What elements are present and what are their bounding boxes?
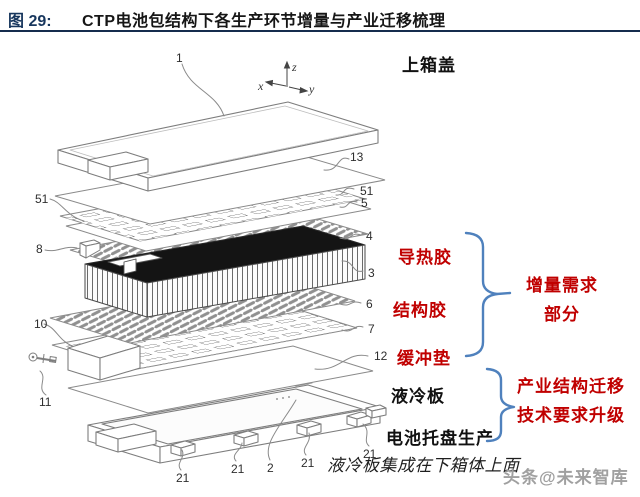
- part-label-21-d: 21: [363, 447, 377, 461]
- part-label-21-a: 21: [176, 471, 190, 485]
- watermark: 头条@未来智库: [503, 468, 629, 487]
- part-label-51-right: 51: [360, 184, 374, 198]
- header-rule: [0, 30, 640, 32]
- part-label-11: 11: [39, 395, 52, 409]
- tray-corner-bracket: [365, 404, 387, 419]
- part-label-1: 1: [176, 51, 183, 65]
- leader-lines: [39, 63, 370, 471]
- label-structural-adhesive: 结构胶: [393, 301, 447, 320]
- part-label-21-c: 21: [301, 456, 315, 470]
- label-thermal-adhesive: 导热胶: [398, 248, 452, 267]
- part-label-10: 10: [34, 317, 48, 331]
- brace-industry-migration: [485, 367, 516, 443]
- axis-y-label: y: [308, 82, 315, 96]
- tray-bracket-21: [170, 440, 196, 457]
- axis-x-label: x: [257, 79, 264, 93]
- part-label-2: 2: [267, 461, 274, 475]
- valve-fitting-11: [28, 352, 57, 364]
- figure-label: 图 29:: [8, 13, 52, 30]
- label-top-cover: 上箱盖: [402, 56, 456, 75]
- label-battery-tray-production: 电池托盘生产: [386, 429, 494, 448]
- clip-bracket-8: [79, 239, 101, 259]
- battery-tray: [87, 380, 387, 464]
- axes-indicator: x y z: [257, 60, 315, 96]
- part-label-12: 12: [374, 349, 388, 363]
- tray-bracket-21: [346, 411, 372, 428]
- part-label-8: 8: [36, 242, 43, 256]
- industry-migration-line2: 技术要求升级: [517, 406, 625, 425]
- axis-z-label: z: [291, 60, 297, 74]
- battery-cell-block: [84, 225, 366, 318]
- label-buffer-pad: 缓冲垫: [397, 349, 451, 368]
- part-label-13: 13: [350, 150, 364, 164]
- bottom-note: 液冷板集成在下箱体上面: [327, 456, 520, 475]
- braces: [464, 231, 516, 443]
- part-label-7: 7: [368, 322, 375, 336]
- part-label-6: 6: [366, 297, 373, 311]
- part-label-5: 5: [361, 196, 368, 210]
- figure-title: CTP电池包结构下各生产环节增量与产业迁移梳理: [82, 13, 446, 30]
- upper-cover: [57, 101, 379, 192]
- label-incremental-demand: 增量需求 部分: [514, 271, 610, 329]
- brace-incremental-demand: [464, 231, 499, 358]
- part-label-51-left: 51: [35, 192, 49, 206]
- tray-bracket-21: [296, 420, 322, 437]
- incremental-demand-line1: 增量需求: [526, 276, 598, 295]
- label-industry-migration: 产业结构迁移 技术要求升级: [517, 372, 625, 430]
- component-box-10: [67, 335, 141, 381]
- label-liquid-cooling-plate: 液冷板: [391, 387, 445, 406]
- incremental-demand-line2: 部分: [544, 305, 580, 324]
- brace-incremental-demand-tip: [495, 291, 512, 296]
- buffer-pad-sheet: [67, 345, 374, 414]
- part-label-4: 4: [366, 229, 373, 243]
- part-number-labels: 1 13 51 51 5 4 8 3 6 7 10 12 11 21 21 2 …: [34, 51, 388, 485]
- part-label-3: 3: [368, 266, 375, 280]
- industry-migration-line1: 产业结构迁移: [517, 377, 625, 396]
- part-label-21-b: 21: [231, 462, 245, 476]
